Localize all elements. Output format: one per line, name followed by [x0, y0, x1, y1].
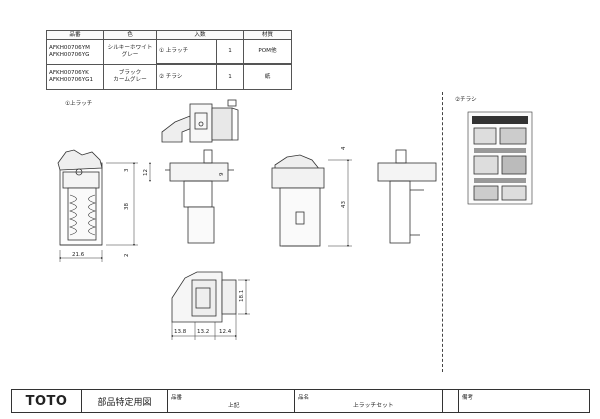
leaflet-illustration — [467, 111, 533, 205]
part-number-label: 品番 — [171, 395, 183, 401]
dim-height-front: 38 — [124, 203, 130, 210]
part-name-cell: 品名 上ラッチセット — [295, 390, 443, 412]
parts-table: 品番 色 入数 材質 AFKH00706YM AFKH00706YG シルキーホ… — [46, 30, 292, 90]
dim-plan-height: 18.1 — [239, 290, 245, 302]
item-name: ① 上ラッチ — [156, 39, 217, 64]
part-number-cell: 品番 上記 — [168, 390, 295, 412]
parts-table-header: 品番 色 入数 材質 — [46, 30, 292, 40]
dim-plan-w1: 13.8 — [174, 329, 187, 335]
latch-caption: ①上ラッチ — [65, 101, 93, 107]
dim-section-small: 9 — [219, 172, 225, 176]
dim-top-offset: 3 — [124, 168, 130, 172]
latch-front-view — [57, 149, 138, 262]
dim-side-height: 43 — [341, 201, 347, 208]
latch-side-view — [149, 149, 234, 244]
dim-bottom-offset: 2 — [124, 254, 130, 258]
note-label: 備考 — [462, 395, 474, 401]
part-code: AFKH00706YG — [49, 52, 90, 58]
dim-side-top-small: 4 — [341, 146, 347, 150]
item-qty: 1 — [216, 64, 244, 90]
part-color: シルキーホワイト — [107, 45, 153, 51]
part-color: グレー — [121, 52, 139, 58]
latch-right-view — [377, 149, 437, 244]
latch-top-view — [161, 99, 239, 143]
item-material: 紙 — [243, 64, 292, 90]
dim-side-top: 12 — [143, 169, 149, 176]
latch-plan-view — [171, 271, 250, 340]
dim-plan-w2: 13.2 — [197, 329, 209, 335]
item-name: ② チラシ — [156, 64, 217, 90]
title-block: TOTO 部品特定用図 品番 上記 品名 上ラッチセット 備考 — [11, 389, 590, 413]
note-cell: 備考 — [459, 390, 589, 412]
latch-rear-view — [271, 154, 352, 247]
document-type: 部品特定用図 — [82, 390, 168, 412]
part-code: AFKH00706YG1 — [49, 77, 94, 83]
item-material: POM他 — [243, 39, 292, 64]
revision-cell — [443, 390, 459, 412]
part-color: カームグレー — [113, 77, 147, 83]
part-number-value: 上記 — [228, 403, 240, 409]
table-row: AFKH00706YK AFKH00706YG1 ブラック カームグレー ② チ… — [46, 64, 292, 90]
toto-logo: TOTO — [12, 390, 82, 412]
part-name-value: 上ラッチセット — [353, 403, 394, 409]
leaflet-caption: ②チラシ — [455, 97, 477, 103]
dim-width-front: 21.6 — [72, 252, 85, 258]
part-name-label: 品名 — [298, 395, 310, 401]
dim-plan-w3: 12.4 — [219, 329, 232, 335]
section-divider — [442, 92, 443, 372]
part-code: AFKH00706YK — [49, 70, 89, 76]
part-color: ブラック — [118, 70, 142, 76]
part-code: AFKH00706YM — [49, 45, 90, 51]
table-row: AFKH00706YM AFKH00706YG シルキーホワイト グレー ① 上… — [46, 39, 292, 65]
